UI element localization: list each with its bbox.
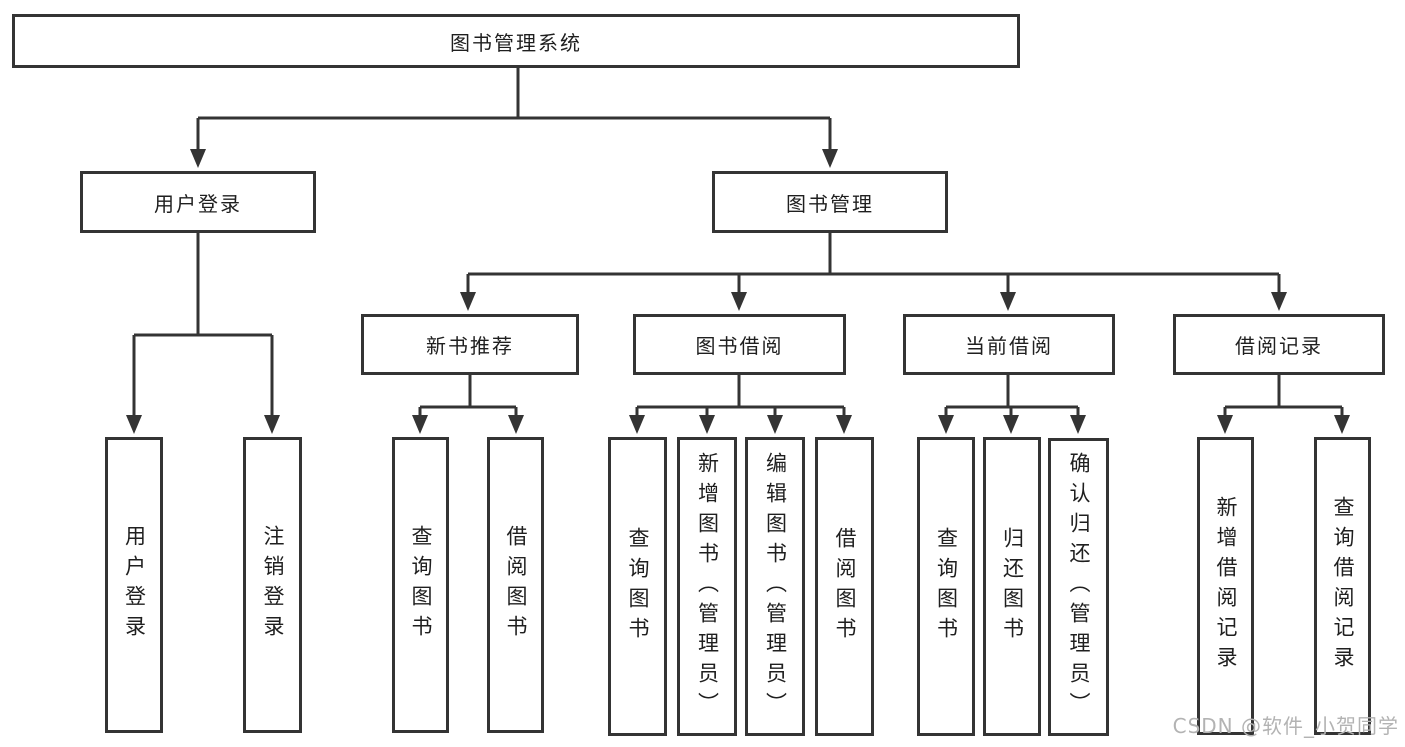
node-label: 图书管理系统 <box>450 30 582 55</box>
node-label: 用户登录 <box>122 525 147 645</box>
node-label: 图书借阅 <box>695 334 784 358</box>
node-library-system: 图书管理系统 <box>12 14 1020 68</box>
node-label: 借阅图书 <box>504 525 528 645</box>
node-label: 新增借阅记录 <box>1214 496 1238 676</box>
node-label: 归还图书 <box>1000 526 1025 647</box>
leaf-borrow-edit-book-admin: 编辑图书（管理员） <box>745 437 805 736</box>
leaf-borrow-add-book-admin: 新增图书（管理员） <box>677 437 737 736</box>
node-label: 查询图书 <box>934 526 959 647</box>
node-label: 编辑图书（管理员） <box>763 451 788 722</box>
node-label: 新增图书（管理员） <box>695 451 720 722</box>
leaf-logout-login: 注销登录 <box>243 437 302 733</box>
node-label: 确认归还（管理员） <box>1067 452 1091 722</box>
node-book-management: 图书管理 <box>712 171 948 233</box>
node-label: 新书推荐 <box>426 334 514 358</box>
connector-paths <box>132 68 1344 418</box>
node-current-borrow: 当前借阅 <box>903 314 1115 375</box>
leaf-borrow-borrow-book: 借阅图书 <box>815 437 874 736</box>
arrowheads <box>126 149 1350 434</box>
watermark-text: CSDN @软件_小贺同学 <box>1172 714 1399 738</box>
node-borrow-records: 借阅记录 <box>1173 314 1385 375</box>
node-new-book-recommend: 新书推荐 <box>361 314 579 375</box>
node-label: 查询借阅记录 <box>1331 496 1355 676</box>
leaf-current-return-book: 归还图书 <box>983 437 1041 736</box>
leaf-recommend-borrow-book: 借阅图书 <box>487 437 544 733</box>
node-user-login: 用户登录 <box>80 171 316 233</box>
node-label: 借阅记录 <box>1235 334 1323 358</box>
leaf-borrow-query-book: 查询图书 <box>608 437 667 736</box>
leaf-recommend-query-book: 查询图书 <box>392 437 449 733</box>
node-label: 查询图书 <box>409 525 433 645</box>
node-label: 查询图书 <box>626 526 650 647</box>
leaf-user-login: 用户登录 <box>105 437 163 733</box>
leaf-current-confirm-return-admin: 确认归还（管理员） <box>1048 438 1109 736</box>
node-label: 用户登录 <box>154 191 242 216</box>
node-label: 注销登录 <box>261 525 285 645</box>
node-label: 图书管理 <box>786 191 874 216</box>
node-label: 当前借阅 <box>965 334 1053 358</box>
node-book-borrow: 图书借阅 <box>633 314 846 375</box>
leaf-records-query-record: 查询借阅记录 <box>1314 437 1371 735</box>
leaf-current-query-book: 查询图书 <box>917 437 975 736</box>
leaf-records-add-record: 新增借阅记录 <box>1197 437 1254 735</box>
node-label: 借阅图书 <box>833 526 857 647</box>
